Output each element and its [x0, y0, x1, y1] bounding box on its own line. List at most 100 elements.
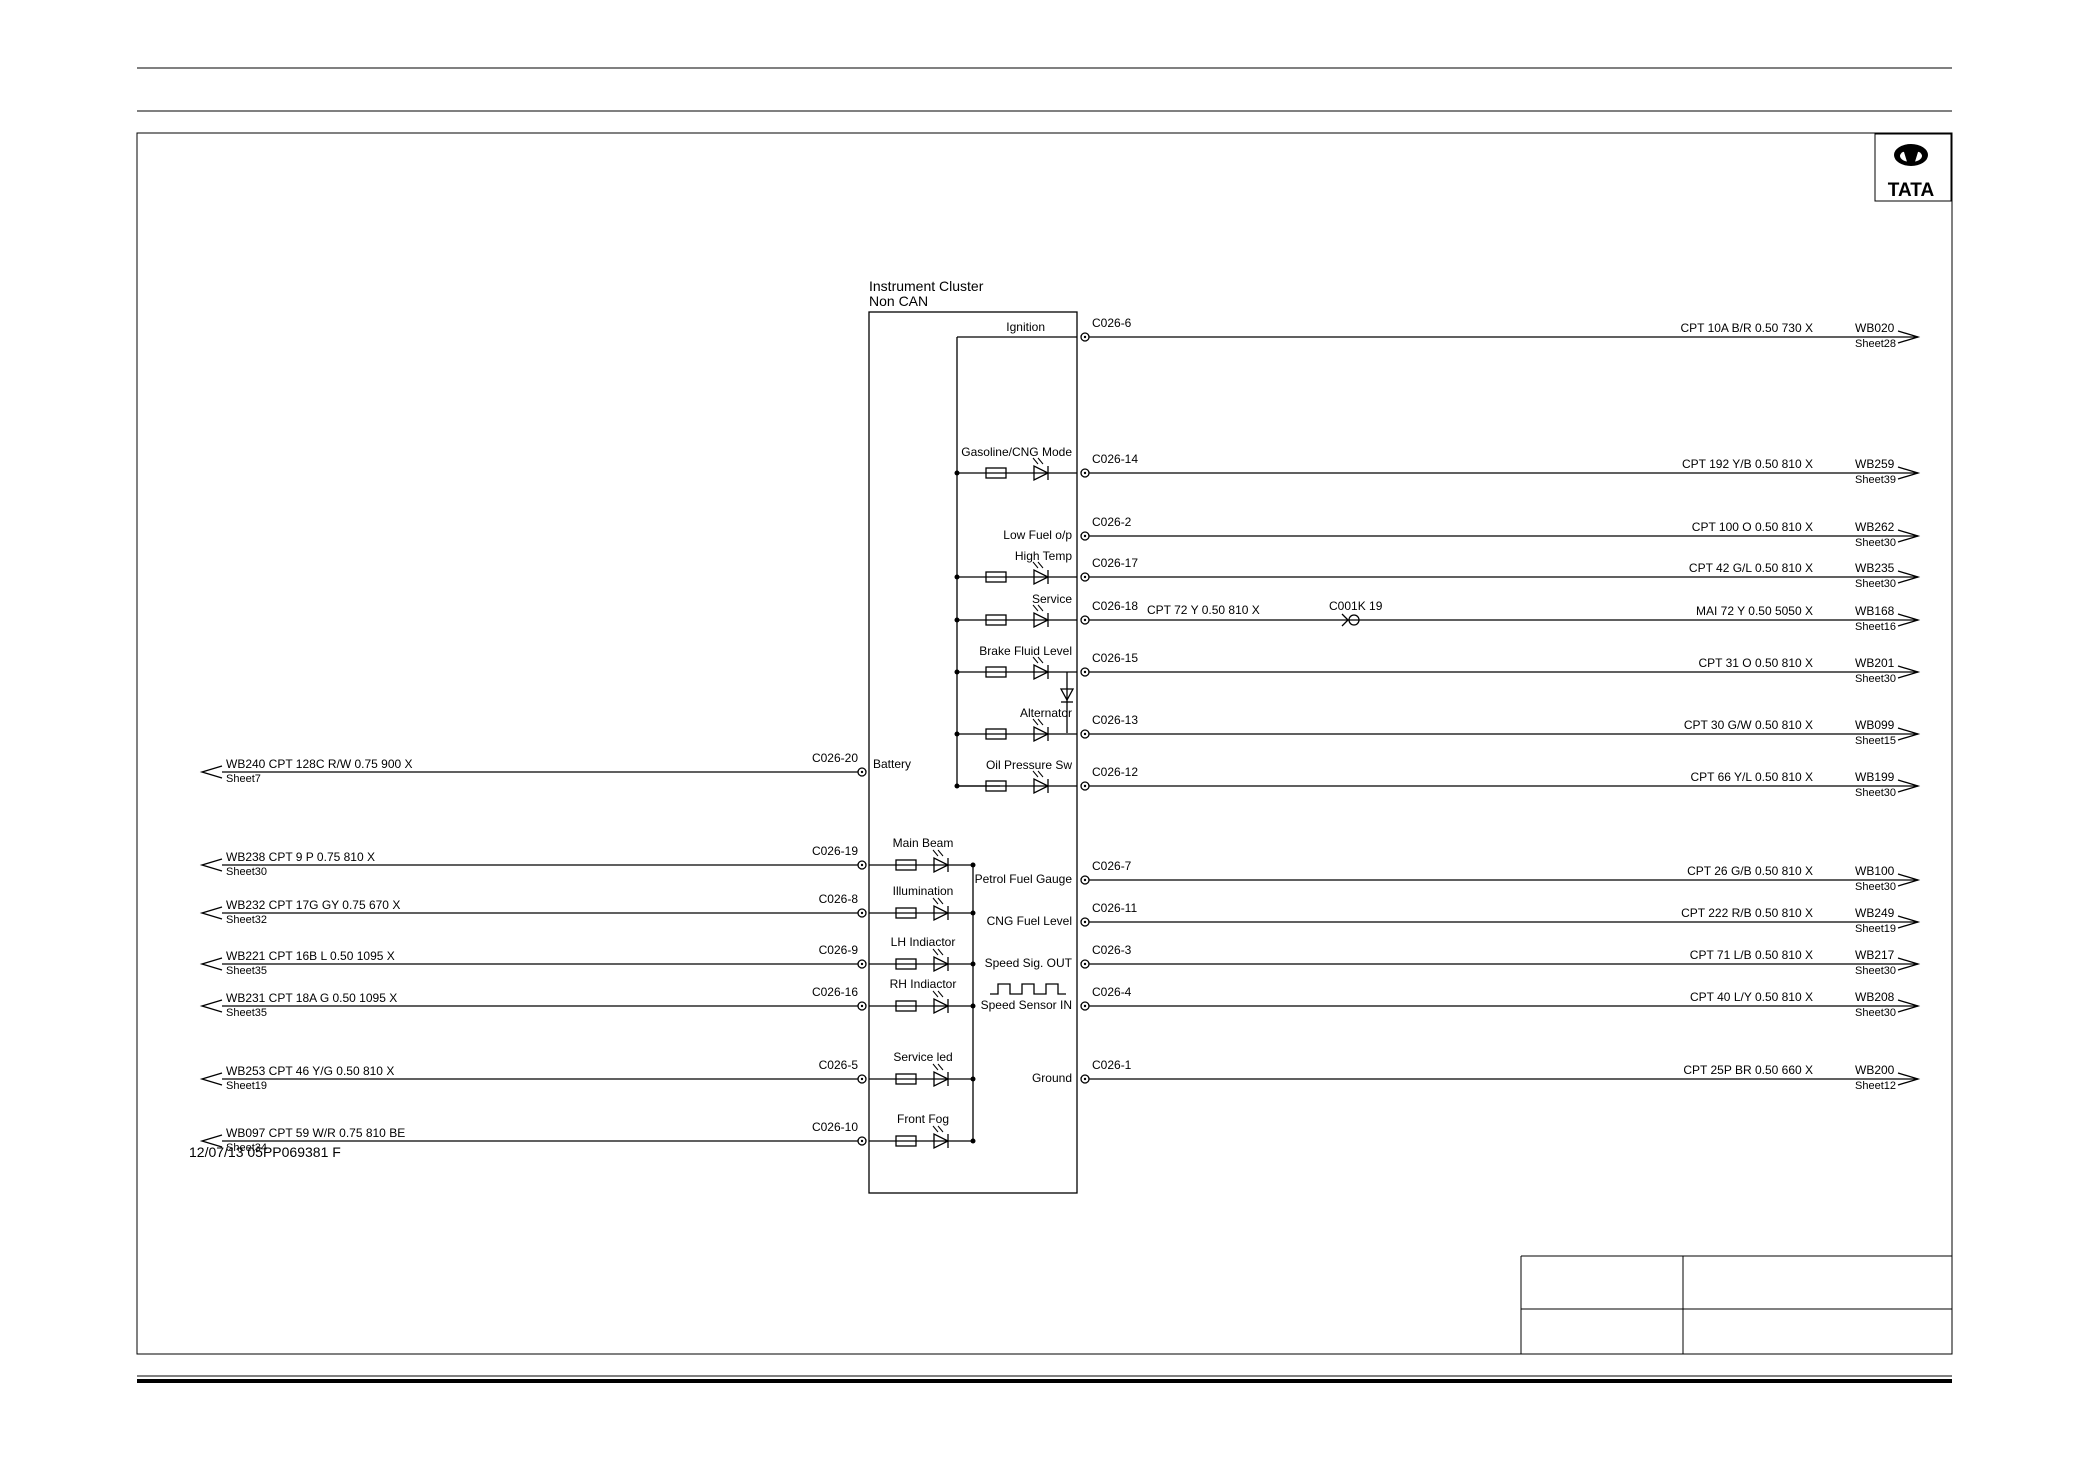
pin-label: C026-18: [1092, 599, 1138, 613]
right-row: C026-6 CPT 10A B/R 0.50 730 X WB020Sheet28…: [1006, 316, 1921, 350]
pin-label: C026-5: [819, 1058, 859, 1072]
destination-label: WB199: [1855, 770, 1895, 784]
drawing-frame: [136, 132, 1953, 1355]
pin-label: C026-2: [1092, 515, 1132, 529]
wire-spec: CPT 26 G/B 0.50 810 X: [1687, 864, 1813, 878]
inline-connector-label: C001K 19: [1329, 599, 1383, 613]
wire-spec: CPT 30 G/W 0.50 810 X: [1684, 718, 1813, 732]
destination-label: WB020: [1855, 321, 1895, 335]
destination-label: WB201: [1855, 656, 1895, 670]
indicator-label: Main Beam: [893, 836, 954, 850]
instrument-cluster: Instrument Cluster Non CAN: [868, 278, 1078, 1194]
pin-label: C026-7: [1092, 859, 1132, 873]
pin-label: C026-3: [1092, 943, 1132, 957]
sheet-label: Sheet12: [1855, 1080, 1896, 1092]
sheet-label: Sheet30: [1855, 1007, 1896, 1019]
right-row: C026-13 CPT 30 G/W 0.50 810 X WB099Sheet15…: [954, 706, 1921, 747]
indicator-label: Service led: [893, 1050, 952, 1064]
sheet-label: Sheet15: [1855, 735, 1896, 747]
sheet-label: Sheet30: [1855, 787, 1896, 799]
destination-label: WB262: [1855, 520, 1895, 534]
sheet-label: Sheet32: [226, 914, 267, 926]
footer-reference: 12/07/13 05PP069381 F: [189, 1144, 341, 1160]
sheet-label: Sheet30: [1855, 965, 1896, 977]
wire-spec: CPT 42 G/L 0.50 810 X: [1689, 561, 1813, 575]
indicator-label: Petrol Fuel Gauge: [975, 872, 1073, 886]
cluster-title: Instrument Cluster: [869, 278, 984, 294]
pin-label: C026-16: [812, 985, 858, 999]
indicator-label: CNG Fuel Level: [987, 914, 1072, 928]
pin-label: C026-19: [812, 844, 858, 858]
pin-label: C026-4: [1092, 985, 1132, 999]
destination-label: WB208: [1855, 990, 1895, 1004]
wire-spec: WB231 CPT 18A G 0.50 1095 X: [226, 991, 397, 1005]
indicator-label: High Temp: [1015, 549, 1072, 563]
pin-label: C026-11: [1092, 901, 1137, 915]
pin-label: C026-12: [1092, 765, 1138, 779]
wire-spec: WB238 CPT 9 P 0.75 810 X: [226, 850, 375, 864]
destination-label: WB200: [1855, 1063, 1895, 1077]
destination-label: WB217: [1855, 948, 1895, 962]
indicator-label: Speed Sensor IN: [981, 998, 1072, 1012]
inline-wire-label: CPT 72 Y 0.50 810 X: [1147, 603, 1260, 617]
sheet-label: Sheet30: [1855, 881, 1896, 893]
indicator-label: Speed Sig. OUT: [985, 956, 1073, 970]
indicator-label: Illumination: [893, 884, 954, 898]
sheet-label: Sheet19: [226, 1080, 267, 1092]
right-connections: C026-6 CPT 10A B/R 0.50 730 X WB020Sheet28…: [954, 316, 1921, 1092]
wire-spec: CPT 66 Y/L 0.50 810 X: [1690, 770, 1813, 784]
indicator-label: Gasoline/CNG Mode: [961, 445, 1072, 459]
wire-spec: CPT 192 Y/B 0.50 810 X: [1682, 457, 1813, 471]
indicator-label: Front Fog: [897, 1112, 949, 1126]
sheet-label: Sheet7: [226, 773, 261, 785]
destination-label: WB099: [1855, 718, 1895, 732]
pin-label: C026-6: [1092, 316, 1132, 330]
wire-spec: CPT 31 O 0.50 810 X: [1698, 656, 1813, 670]
wire-spec: CPT 222 R/B 0.50 810 X: [1681, 906, 1813, 920]
sheet-label: Sheet39: [1855, 474, 1896, 486]
left-row: C026-16 WB231 CPT 18A G 0.50 1095 X Sheet3…: [199, 977, 976, 1019]
indicator-label: LH Indiactor: [891, 935, 956, 949]
destination-label: WB168: [1855, 604, 1895, 618]
pin-label: C026-17: [1092, 556, 1138, 570]
sheet-label: Sheet35: [226, 965, 267, 977]
cluster-subtitle: Non CAN: [869, 293, 928, 309]
pin-label: C026-1: [1092, 1058, 1132, 1072]
indicator-label: Brake Fluid Level: [979, 644, 1072, 658]
wire-spec: MAI 72 Y 0.50 5050 X: [1696, 604, 1813, 618]
sheet-label: Sheet28: [1855, 338, 1896, 350]
sheet-label: Sheet30: [1855, 537, 1896, 549]
diode-vertical: [1059, 672, 1075, 733]
sheet-label: Sheet30: [1855, 578, 1896, 590]
sheet-label: Sheet34: [226, 1142, 267, 1154]
indicator-label: Alternator: [1020, 706, 1072, 720]
right-row: C026-12 CPT 66 Y/L 0.50 810 X WB199Sheet30…: [954, 758, 1921, 799]
indicator-label: RH Indiactor: [890, 977, 957, 991]
pin-label: C026-8: [819, 892, 859, 906]
logo-text: TATA: [1888, 180, 1935, 201]
sheet-label: Sheet35: [226, 1007, 267, 1019]
wire-spec: CPT 25P BR 0.50 660 X: [1683, 1063, 1813, 1077]
indicator-label: Service: [1032, 592, 1072, 606]
pin-label: C026-9: [819, 943, 859, 957]
pin-label: C026-13: [1092, 713, 1138, 727]
pin-label: C026-15: [1092, 651, 1138, 665]
wire-spec: CPT 10A B/R 0.50 730 X: [1680, 321, 1813, 335]
